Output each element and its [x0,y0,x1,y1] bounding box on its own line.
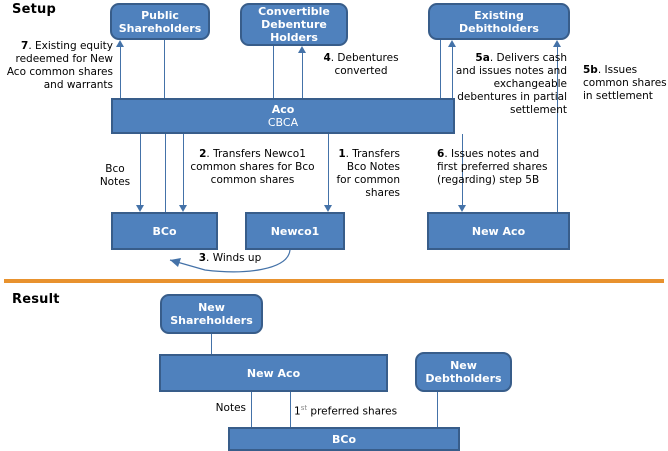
caption-step-6: 6. Issues notes and first preferred shar… [437,148,562,187]
node-new-debtholders-line2: Debtholders [425,372,502,385]
node-convertible-line1: Convertible [258,5,330,18]
caption-first-preferred-sup: st [300,404,308,412]
caption-step-5a-text: . Delivers cash and issues notes and exc… [455,52,567,116]
connector-existing-debitholders-to-aco [440,40,441,98]
arrow-down-to-newco1-step1 [324,205,332,212]
caption-step-7-text: . Existing equity redeemed for New Aco c… [6,40,113,91]
caption-step-4-text: . Debentures converted [330,52,399,77]
node-public-shareholders-line1: Public [141,8,179,22]
connector-convertible-to-aco [273,46,274,98]
connector-aco-to-bco-notes [140,134,141,205]
arrow-up-to-existing-debitholders-5a [448,40,456,47]
node-convertible-line3: Holders [270,31,318,44]
node-bco-setup[interactable]: BCo [111,212,218,250]
connector-aco-to-bco-step2 [183,134,184,205]
caption-step-3-number: 3 [198,252,207,264]
node-convertible-debenture-holders[interactable]: Convertible Debenture Holders [240,3,348,46]
arrow-up-to-existing-debitholders-5b [553,40,561,47]
curve-winds-up [169,249,291,273]
caption-step-6-text: . Issues notes and first preferred share… [437,148,548,186]
caption-step-5b: 5b. Issues common shares in settlement [583,64,667,103]
caption-step-7: 7. Existing equity redeemed for New Aco … [0,40,113,92]
arrow-up-to-public-shareholders [116,40,124,47]
node-aco-title: Aco [271,103,295,116]
node-bco-setup-label: BCo [152,224,177,238]
connector-new-aco-to-bco-preferred [290,392,291,427]
node-convertible-line2: Debenture [261,18,327,31]
node-existing-debitholders[interactable]: Existing Debitholders [428,3,570,40]
caption-step-5b-number: 5b [583,64,598,76]
node-newco1[interactable]: Newco1 [245,212,345,250]
connector-aco-to-convertible [302,53,303,98]
node-new-shareholders[interactable]: New Shareholders [160,294,263,334]
caption-step-5b-text: . Issues common shares in settlement [583,64,667,102]
node-new-aco-setup-label: New Aco [471,224,526,238]
caption-notes: Notes [215,402,246,414]
arrow-up-to-convertible-holders [298,46,306,53]
caption-step-1-text: . Transfers Bco Notes for common shares [336,148,400,199]
node-aco[interactable]: Aco CBCA [111,98,455,134]
node-bco-result-label: BCo [331,432,356,446]
node-aco-subtitle: CBCA [267,116,299,129]
node-public-shareholders[interactable]: Public Shareholders [110,3,210,40]
result-section-title: Result [12,292,60,307]
node-existing-debitholders-line2: Debitholders [459,21,539,35]
caption-first-preferred-prefix: 1 [294,405,301,418]
caption-step-3-text: . Winds up [206,252,262,264]
connector-new-aco-to-existing-debitholders [557,47,558,212]
connector-bco-to-aco [165,134,166,212]
caption-step-4: 4. Debentures converted [306,52,416,78]
caption-step-2-text: . Transfers Newco1 common shares for Bco… [190,148,315,186]
connector-public-shareholders-to-aco [164,40,165,98]
connector-aco-to-new-aco-step6 [462,134,463,205]
caption-first-preferred-rest: preferred shares [307,405,398,418]
node-newco1-label: Newco1 [270,224,320,238]
node-new-aco-result-label: New Aco [246,366,301,380]
connector-new-debtholders-to-bco [437,392,438,427]
node-new-aco-result[interactable]: New Aco [159,354,388,392]
caption-step-5a-number: 5a [475,52,490,64]
connector-aco-to-public-shareholders [120,47,121,98]
caption-step-2: 2. Transfers Newco1 common shares for Bc… [186,148,319,187]
node-new-debtholders-line1: New [450,359,477,372]
caption-step-1-number: 1 [338,148,346,160]
arrow-down-to-new-aco-step6 [458,205,466,212]
section-divider [4,279,664,283]
caption-step-5a: 5a. Delivers cash and issues notes and e… [455,52,567,117]
setup-section-title: Setup [12,2,56,17]
caption-first-preferred-shares: 1st preferred shares [294,402,434,419]
node-new-debtholders[interactable]: New Debtholders [415,352,512,392]
node-public-shareholders-line2: Shareholders [118,21,202,35]
connector-aco-to-existing-debitholders [452,47,453,98]
caption-step-3: 3. Winds up [185,252,275,265]
caption-step-4-number: 4 [323,52,331,64]
node-new-shareholders-line2: Shareholders [170,314,253,327]
node-bco-result[interactable]: BCo [228,427,460,451]
connector-new-shareholders-to-new-aco [211,334,212,354]
caption-bco-notes: Bco Notes [99,163,131,188]
caption-step-1: 1. Transfers Bco Notes for common shares [332,148,400,200]
arrow-down-to-bco-notes [136,205,144,212]
connector-aco-to-newco1-step1 [328,134,329,205]
caption-step-6-number: 6 [437,148,445,160]
node-new-shareholders-line1: New [198,301,225,314]
arrow-down-to-bco-step2 [179,205,187,212]
caption-step-2-number: 2 [199,148,207,160]
node-existing-debitholders-line1: Existing [474,8,524,22]
caption-step-7-number: 7 [21,40,29,52]
connector-new-aco-to-bco-notes [251,392,252,427]
node-new-aco-setup[interactable]: New Aco [427,212,570,250]
